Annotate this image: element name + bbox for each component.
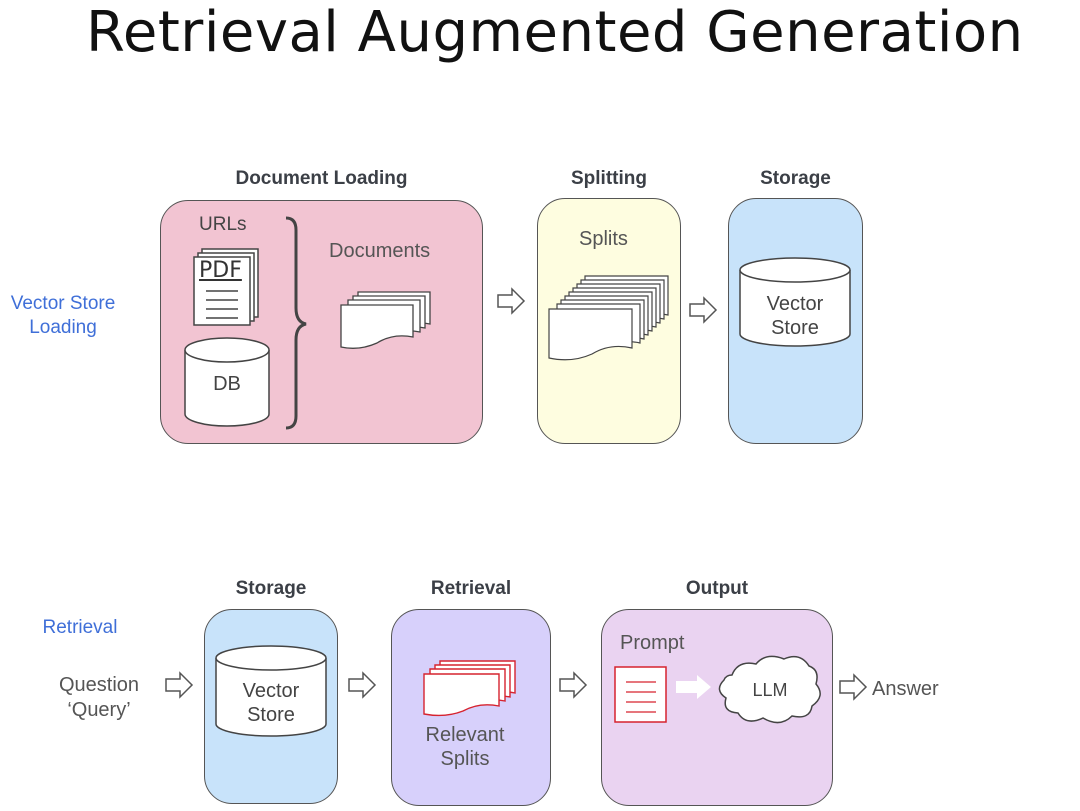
vector-store-bottom-label: Vector Store (242, 680, 300, 726)
prompt-document-icon (614, 666, 667, 723)
llm-label: LLM (752, 680, 788, 700)
arrow-right-icon (689, 296, 718, 324)
arrow-icons (165, 287, 868, 701)
splits-icon (548, 275, 669, 361)
section-label-retrieval: Retrieval (42, 617, 118, 638)
vector-store-top-icon (739, 257, 851, 347)
relevant-splits-icon (423, 660, 516, 717)
vector-store-top-label: Vector Store (766, 293, 824, 339)
answer-label: Answer (872, 678, 939, 700)
db-label: DB (213, 373, 241, 395)
arrow-right-icon (559, 671, 588, 699)
section-label-loading: Vector Store Loading (10, 293, 116, 338)
splitting-header: Splitting (571, 168, 647, 189)
doc-loading-header: Document Loading (235, 168, 408, 189)
documents-icon (340, 291, 431, 349)
storage-header-top: Storage (760, 168, 831, 189)
arrow-right-icon (497, 287, 526, 315)
storage-header-bottom: Storage (235, 578, 307, 599)
splits-label: Splits (579, 228, 628, 250)
prompt-to-llm-arrow-icon (676, 675, 711, 699)
llm-cloud-icon (718, 655, 821, 724)
output-header: Output (685, 578, 749, 599)
arrow-right-icon (165, 671, 194, 699)
vector-store-bottom-icon (215, 645, 327, 737)
retrieval-header: Retrieval (430, 578, 512, 599)
relevant-splits-label: Relevant Splits (425, 724, 505, 770)
documents-label: Documents (329, 240, 431, 262)
question-label: Question ‘Query’ (58, 674, 140, 721)
curly-brace-icon (285, 216, 307, 430)
page-title: Retrieval Augmented Generation (86, 0, 1024, 65)
prompt-label: Prompt (620, 632, 685, 654)
urls-label: URLs (199, 214, 247, 235)
pdf-icon (193, 248, 259, 326)
pdf-label: PDF (199, 258, 242, 283)
database-icon (184, 337, 270, 427)
arrow-right-icon (839, 673, 868, 701)
arrow-right-icon (348, 671, 377, 699)
